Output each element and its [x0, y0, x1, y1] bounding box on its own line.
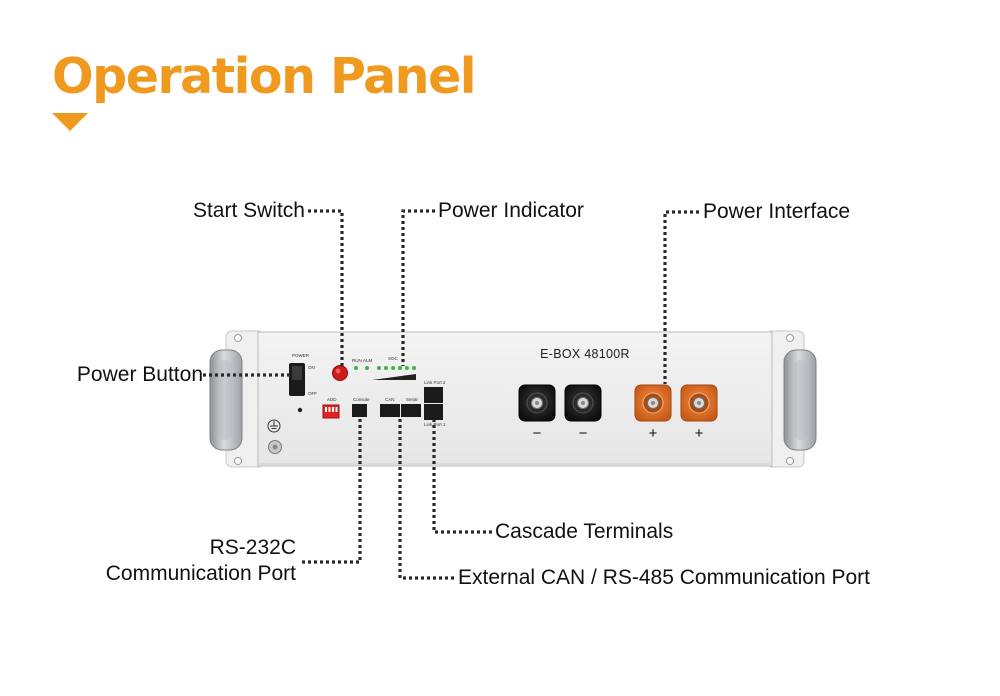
start-switch-button[interactable] [332, 365, 348, 381]
callout-cascade-terminals: Cascade Terminals [495, 520, 674, 543]
soc-led-icon [384, 366, 388, 370]
callout-rs232: RS-232C Communication Port [106, 535, 296, 587]
positive-sign: + [649, 425, 658, 442]
soc-led-icon [398, 366, 402, 370]
page-title: Operation Panel [52, 48, 477, 105]
alm-led-icon [365, 366, 369, 370]
right-handle [783, 349, 817, 451]
positive-sign: + [695, 425, 704, 442]
positive-terminal[interactable] [634, 384, 672, 422]
soc-level-wedge [372, 374, 416, 380]
negative-sign: − [533, 425, 542, 442]
link-port-2[interactable] [424, 387, 443, 403]
negative-sign: − [579, 425, 588, 442]
soc-label: SOC [388, 356, 399, 361]
console-label: Console [353, 397, 370, 402]
cascade-terminals-leader [432, 418, 492, 534]
external-can-leader [398, 418, 454, 580]
link-port-1[interactable] [424, 404, 443, 420]
ground-icon [267, 419, 281, 433]
soc-led-icon [405, 366, 409, 370]
on-label: ON [308, 365, 315, 370]
callout-power-indicator: Power Indicator [438, 199, 584, 222]
power-terminals: − − + + [518, 384, 718, 442]
soc-led-icon [391, 366, 395, 370]
address-dip-switch[interactable] [322, 404, 340, 419]
negative-terminal[interactable] [518, 384, 556, 422]
callout-rs232-line2: Communication Port [105, 562, 296, 585]
link-port-1-label: Link Port 1 [424, 422, 446, 427]
link-port-2-label: Link Port 2 [424, 380, 446, 385]
callout-power-interface: Power Interface [703, 200, 851, 223]
positive-terminal[interactable] [680, 384, 718, 422]
callout-rs232-line1: RS-232C [209, 536, 296, 559]
run-led-icon [354, 366, 358, 370]
leader-lines [203, 209, 699, 580]
soc-led-icon [412, 366, 416, 370]
serial-port[interactable] [401, 404, 421, 417]
run-label: RUN [352, 358, 362, 363]
serial-label: Serial [406, 397, 418, 402]
can-port[interactable] [380, 404, 400, 417]
off-label: OFF [308, 391, 317, 396]
model-label: E-BOX 48100R [540, 347, 630, 361]
callout-external-can: External CAN / RS-485 Communication Port [458, 566, 870, 589]
negative-terminal[interactable] [564, 384, 602, 422]
soc-led-row [377, 366, 416, 370]
soc-led-icon [377, 366, 381, 370]
callout-power-button: Power Button [76, 363, 203, 386]
left-handle [209, 349, 243, 451]
add-label: ADD [327, 397, 337, 402]
ground-bolt-icon [268, 440, 282, 454]
reset-hole [297, 407, 303, 413]
alm-label: ALM [363, 358, 373, 363]
power-rocker-switch[interactable]: POWER ON OFF [289, 353, 317, 396]
power-indicator-leader [401, 209, 435, 366]
rs232-leader [302, 418, 362, 564]
title-pointer-arrow [52, 113, 88, 131]
console-port[interactable] [352, 404, 367, 417]
can-label: CAN [385, 397, 395, 402]
power-label: POWER [292, 353, 310, 358]
callout-start-switch: Start Switch [192, 199, 305, 222]
